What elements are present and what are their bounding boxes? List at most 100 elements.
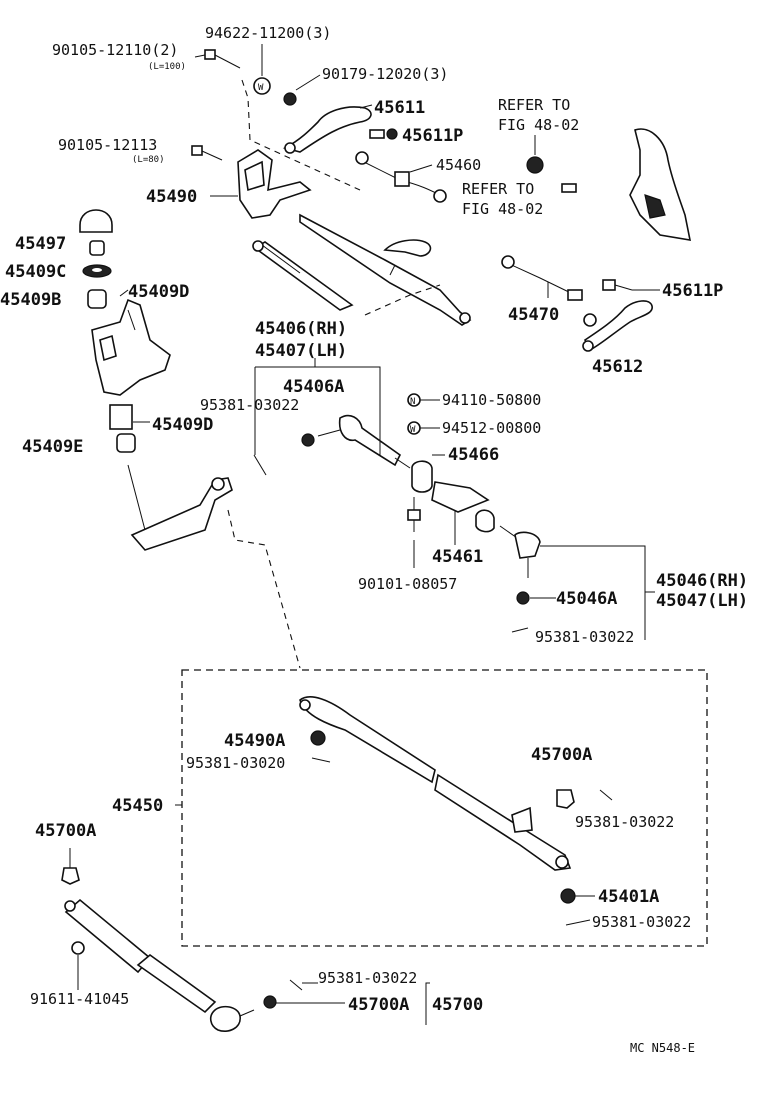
label-91611: 91611-41045 [30,990,129,1008]
washer-94512: W [407,421,421,435]
label-45470: 45470 [508,305,559,325]
label-45611: 45611 [374,98,425,118]
label-94110: 94110-50800 [442,391,541,409]
label-45407-lh: 45407(LH) [255,341,347,361]
label-45409E: 45409E [22,437,83,457]
label-90105-12113-note: (L=80) [132,155,165,165]
nut-45700A-bottom [263,995,277,1009]
label-45700A-bottom: 45700A [348,995,409,1015]
label-45409D-top: 45409D [128,282,189,302]
link-45460 [355,151,447,203]
label-90179: 90179-12020(3) [322,65,448,83]
nut-45700A-box [556,789,575,809]
bushing-45409B [87,289,107,309]
label-45047-lh: 45047(LH) [656,591,748,611]
bushing-45409D-lower [109,404,133,430]
assembly-box-45450 [181,669,708,947]
cap-45497 [79,209,113,233]
center-link-45470 [299,213,472,326]
nut-45490A [310,730,326,746]
nut-90179 [283,92,297,106]
drag-link-45470 [501,255,597,327]
cotter-pin-c [311,757,331,763]
arm-middle [383,239,432,257]
label-95381-e: 95381-03022 [318,969,417,987]
figure-code: MC N548-E [630,1041,695,1055]
steering-damper-45700 [64,898,255,1032]
label-refer2a: REFER TO [462,180,534,198]
tie-rod-left-45406 [252,240,354,311]
bushing-45409E [116,433,136,453]
label-45700: 45700 [432,995,483,1015]
label-45409D-bottom: 45409D [152,415,213,435]
bolt-90105-12113 [191,145,223,161]
cotter-pin-f [289,979,303,991]
bolt-45611P-right [602,279,633,291]
nut-45046A [516,591,530,605]
washer-45409B-small [82,264,112,278]
label-95381-03020: 95381-03020 [186,754,285,772]
label-90105-12110-note: (L=100) [148,62,186,72]
label-95381-c: 95381-03022 [575,813,674,831]
label-45046A: 45046A [556,589,617,609]
label-45450: 45450 [112,796,163,816]
label-45406A: 45406A [283,377,344,397]
label-45612: 45612 [592,357,643,377]
label-45497: 45497 [15,234,66,254]
nut-45401A [560,888,576,904]
clamp-45466 [411,460,433,493]
label-45401A: 45401A [598,887,659,907]
tie-rod-end-45406A [301,414,411,469]
arm-45612 [582,300,653,352]
idler-bracket-45409D [91,298,171,396]
label-45611P-right: 45611P [662,281,723,301]
label-90105-12113: 90105-12113 [58,136,157,154]
label-45461: 45461 [432,547,483,567]
bracket-45490 [237,149,312,219]
label-45611P-top: 45611P [402,126,463,146]
bolt-45611P-top [369,128,398,140]
bolt-90101 [407,497,421,532]
bushing-91611 [71,941,85,990]
label-45406-rh: 45406(RH) [255,319,347,339]
label-45409C: 45409C [5,262,66,282]
label-45409B: 45409B [0,290,61,310]
bolt-90105-12110 [204,49,241,69]
idler-arm-45611 [282,106,372,154]
nut-refer-48-02 [526,156,544,174]
svg-text:W: W [410,425,416,435]
label-94622: 94622-11200(3) [205,24,331,42]
label-refer1a: REFER TO [498,96,570,114]
label-45490A: 45490A [224,731,285,751]
label-45490: 45490 [146,187,197,207]
label-95381-b: 95381-03022 [535,628,634,646]
cotter-pin-a [253,454,267,476]
tube-45461 [431,481,490,545]
idler-arm-shaft [127,464,233,551]
tie-rod-end-45046 [475,509,541,578]
label-45460: 45460 [436,156,481,174]
label-refer1b: FIG 48-02 [498,116,579,134]
label-45700A-box: 45700A [531,745,592,765]
label-90105-12110: 90105-12110(2) [52,41,178,59]
cotter-pin-b [511,627,529,633]
label-45700A-left: 45700A [35,821,96,841]
nut-94110: N [407,393,421,407]
cotter-pin-e [565,919,591,926]
bolt-refer-2 [561,183,577,193]
cotter-pin-d [599,789,613,801]
relay-rod-45450 [299,696,572,871]
label-45046-rh: 45046(RH) [656,571,748,591]
label-94512: 94512-00800 [442,419,541,437]
svg-text:W: W [258,83,264,93]
steering-knuckle [629,128,692,241]
nut-45700A-left [61,848,80,885]
label-refer2b: FIG 48-02 [462,200,543,218]
svg-text:N: N [410,397,415,407]
washer-94622: W [253,77,271,95]
bushing-45409C [89,240,105,256]
label-95381-d: 95381-03022 [592,913,691,931]
label-95381-a: 95381-03022 [200,396,299,414]
label-90101: 90101-08057 [358,575,457,593]
